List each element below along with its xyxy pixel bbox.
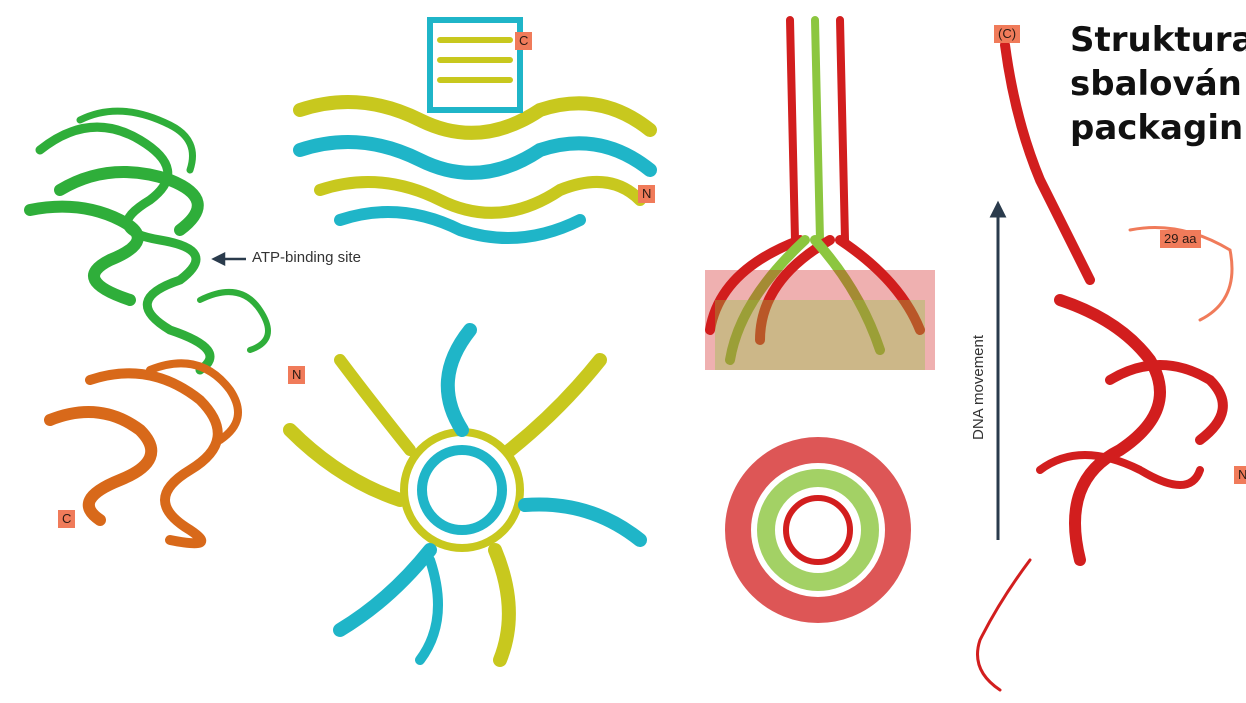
aa-29-tag: 29 aa	[1160, 230, 1201, 248]
hexamer-top-view-structure	[290, 330, 640, 660]
dna-movement-arrow-icon	[992, 204, 1004, 540]
c-terminus-tag-top: C	[515, 32, 532, 50]
portal-complex-top-view	[738, 450, 898, 610]
dna-movement-label: DNA movement	[970, 335, 987, 440]
atp-binding-site-label: ATP-binding site	[252, 249, 361, 266]
n-terminus-tag-top: N	[638, 185, 655, 203]
title-line-3: packagin	[1070, 106, 1246, 150]
title-line-1: Struktura	[1070, 18, 1246, 62]
portal-complex-side-view	[705, 20, 935, 370]
hexamer-side-view-structure	[300, 20, 650, 238]
c-terminus-tag-orange: C	[58, 510, 75, 528]
slide-title: Struktura sbalován packagin	[1070, 18, 1246, 150]
c-terminus-tag-red: (C)	[994, 25, 1020, 43]
atp-arrow-icon	[214, 254, 246, 264]
n-terminus-tag-green: N	[288, 366, 305, 384]
green-domain-structure	[30, 111, 268, 370]
n-terminus-tag-red: N	[1234, 466, 1246, 484]
orange-domain-structure	[50, 363, 238, 543]
title-line-2: sbalován	[1070, 62, 1246, 106]
